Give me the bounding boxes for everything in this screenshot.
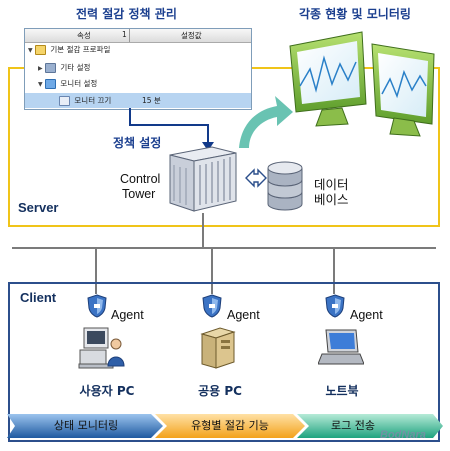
agent-shield-icon — [325, 294, 345, 318]
expand-toggle-icon[interactable]: ▶ — [38, 65, 43, 72]
user-pc-label: 사용자 PC — [79, 384, 135, 398]
database-label-line2: 베이스 — [314, 193, 349, 207]
control-tower-label-line1: Control — [120, 172, 161, 186]
laptop-label: 노트북 — [325, 384, 359, 398]
tree-row-monitor-settings[interactable]: ▼ 모니터 설정 — [38, 77, 97, 91]
database-icon — [267, 161, 303, 211]
tree-header: 속성 1 설정값 — [25, 29, 251, 43]
monitor-settings-icon — [45, 79, 57, 89]
feature-steps-arrows — [7, 414, 443, 438]
bodnara-watermark: BodNara — [380, 429, 426, 441]
policy-setting-label: 정책 설정 — [113, 136, 162, 150]
laptop-icon — [318, 329, 364, 365]
agent-label-user-pc: Agent — [111, 308, 144, 322]
user-pc-icon — [78, 327, 125, 369]
tree-row-monitor-off[interactable]: 모니터 끄기 — [59, 94, 111, 108]
step-arrow-state-monitoring — [7, 414, 163, 438]
client-section-label: Client — [20, 290, 57, 305]
collapse-toggle-icon[interactable]: ▼ — [38, 81, 43, 88]
tree-row-label: 기본 절감 프로파일 — [50, 45, 111, 54]
step-arrow-saving-features — [155, 414, 305, 438]
control-tower-server-icon — [169, 146, 237, 212]
agent-label-laptop: Agent — [350, 308, 383, 322]
database-label-line1: 데이터 — [314, 178, 349, 192]
collapse-toggle-icon[interactable]: ▼ — [28, 47, 33, 54]
monitoring-screens-icon — [289, 31, 435, 137]
public-pc-label: 공용 PC — [198, 384, 242, 398]
client-frame — [8, 282, 440, 442]
agent-shield-icon — [202, 294, 222, 318]
tree-header-col-value: 설정값 — [181, 31, 202, 40]
agent-label-public-pc: Agent — [227, 308, 260, 322]
tree-row-label: 기타 설정 — [60, 63, 91, 72]
monitoring-title: 각종 현황 및 모니터링 — [299, 7, 411, 21]
step-log-transfer-label: 로그 전송 — [331, 419, 375, 432]
policy-management-title: 전력 절감 정책 관리 — [76, 7, 177, 21]
database-label: 데이터 베이스 — [314, 178, 349, 208]
control-tower-label-line2: Tower — [122, 187, 156, 201]
monitor-off-icon — [59, 96, 70, 106]
monitoring-flow-arrow — [239, 96, 293, 148]
control-tower-label: Control Tower — [120, 172, 160, 202]
tree-header-divider — [129, 29, 130, 42]
tree-selected-row-highlight — [25, 93, 251, 108]
agent-shield-icon — [87, 294, 107, 318]
tree-row-monitor-off-value: 15 분 — [142, 96, 161, 105]
step-arrow-log-transfer — [297, 414, 443, 438]
tree-row-label: 모니터 끄기 — [74, 96, 112, 105]
tree-header-col-number: 1 — [122, 30, 127, 39]
step-saving-features-label: 유형별 절감 기능 — [191, 419, 269, 432]
server-pc-icon — [200, 327, 236, 369]
tree-header-col-attribute: 속성 — [77, 31, 91, 40]
tree-row-etc-settings[interactable]: ▶ 기타 설정 — [38, 61, 90, 75]
sync-double-arrow — [245, 168, 267, 188]
policy-flow-arrow — [129, 108, 214, 151]
policy-tree-panel: 속성 1 설정값 ▼ 기본 절감 프로파일 ▶ 기타 설정 ▼ 모니터 설정 모… — [24, 28, 252, 110]
folder-icon — [35, 45, 47, 55]
step-state-monitoring-label: 상태 모니터링 — [53, 419, 119, 432]
server-section-label: Server — [18, 200, 59, 215]
tree-row-label: 모니터 설정 — [60, 79, 98, 88]
settings-icon — [45, 63, 57, 73]
tree-row-profile[interactable]: ▼ 기본 절감 프로파일 — [28, 43, 110, 57]
